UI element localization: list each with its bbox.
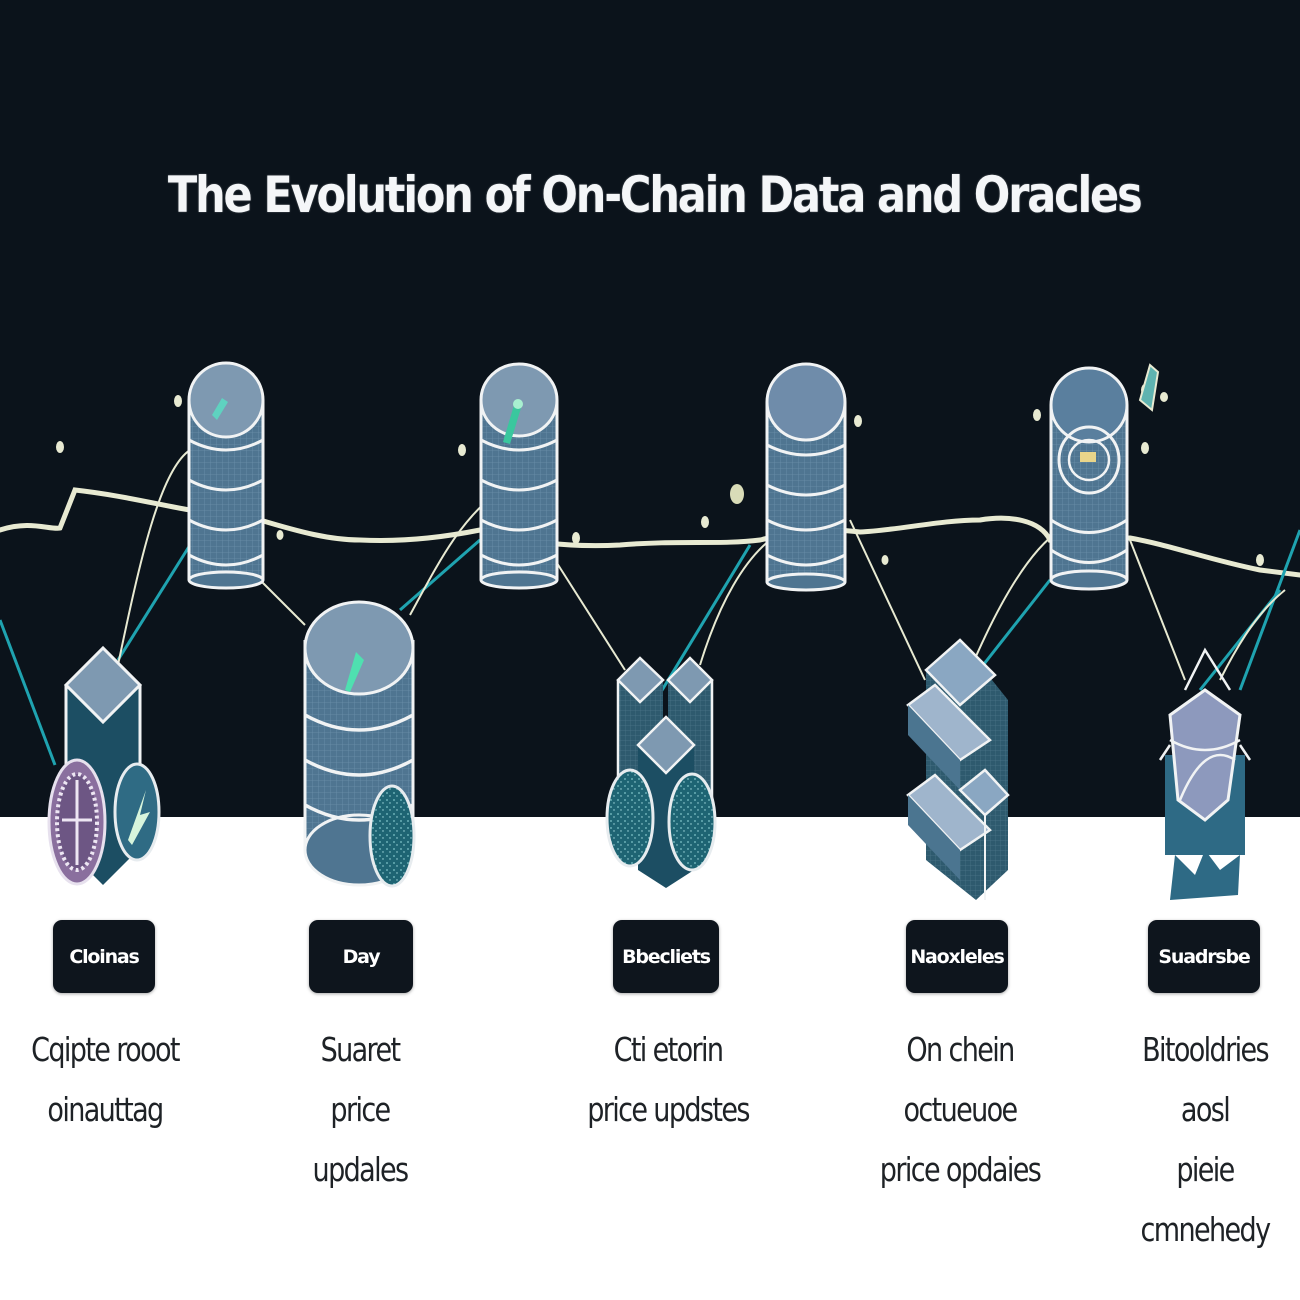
stage-1-purple-coin-icon <box>47 758 107 886</box>
stage-5-crystal-node-icon <box>1158 647 1252 900</box>
top-node-4-target-database-icon <box>1049 366 1129 591</box>
stage-2-badge: Day <box>309 920 413 993</box>
stage-3-coin-left-icon <box>605 768 655 868</box>
stage-3-description: Cti etorin price updstes <box>578 1020 758 1140</box>
cream-connectors <box>117 449 1286 681</box>
description-line: price updstes <box>587 1090 750 1129</box>
description-line: Cqipte rooot <box>31 1030 180 1069</box>
stage-5-badge: Suadrsbe <box>1148 920 1260 993</box>
stage-3-coin-right-icon <box>667 772 717 872</box>
description-line: price <box>330 1090 391 1129</box>
satellite-icon <box>1138 363 1160 412</box>
oracle-network-illustration <box>0 361 1300 900</box>
description-line: pieie <box>1176 1150 1235 1189</box>
description-line: On chein <box>906 1030 1015 1069</box>
stage-1-description: Cqipte rooot oinauttag <box>23 1020 187 1140</box>
stage-4-description: On chein octueuoe price opdaies <box>870 1020 1050 1200</box>
page-title: The Evolution of On-Chain Data and Oracl… <box>167 166 1143 224</box>
description-line: Cti etorin <box>613 1030 724 1069</box>
stage-1-lightning-coin-icon <box>113 762 161 862</box>
description-line: oinauttag <box>47 1090 164 1129</box>
stage-3-badge: Bbecliets <box>613 920 719 993</box>
top-node-3-database-icon <box>765 362 847 592</box>
stage-2-circuit-coin-icon <box>368 784 416 888</box>
stage-1-badge: Cloinas <box>53 920 155 993</box>
description-line: aosl <box>1180 1090 1231 1129</box>
description-line: Suaret <box>320 1030 402 1069</box>
stage-5-description: Bitooldries aosl pieie cmnehedy <box>1119 1020 1291 1260</box>
description-line: octueuoe <box>903 1090 1018 1129</box>
description-line: Bitooldries <box>1142 1030 1269 1069</box>
stage-4-badge: Naoxleles <box>906 920 1008 993</box>
description-line: cmnehedy <box>1140 1210 1272 1249</box>
description-line: updales <box>312 1150 410 1189</box>
description-line: price opdaies <box>879 1150 1042 1189</box>
stage-4-stacked-blocks-icon <box>906 638 1010 900</box>
top-node-2-database-icon <box>479 362 559 590</box>
top-node-1-database-icon <box>187 361 265 590</box>
stage-2-description: Suaret price updales <box>278 1020 442 1200</box>
